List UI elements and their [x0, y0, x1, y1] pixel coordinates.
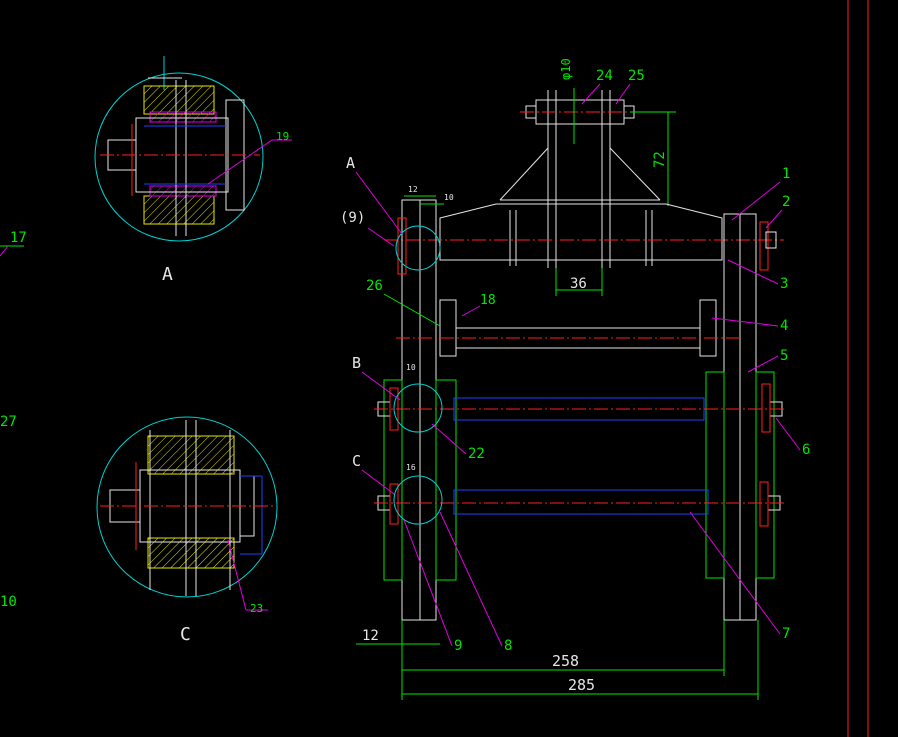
margin-label-27: 27	[0, 414, 17, 430]
callout-5: 5	[780, 348, 788, 364]
dim-72: 72	[652, 151, 668, 168]
callout-7: 7	[782, 626, 790, 642]
callout-small-12: 12	[408, 185, 418, 194]
callout-small-16: 16	[406, 463, 416, 472]
top-part-24: 24	[596, 68, 613, 84]
callout-26: 26	[366, 278, 383, 294]
margin-label-10: 10	[0, 594, 17, 610]
callout-2: 2	[782, 194, 790, 210]
margin-label-17: 17	[10, 230, 27, 246]
margin-labels: 17 27 10	[0, 230, 27, 610]
detail-a-label: A	[162, 264, 173, 285]
dim-258: 258	[552, 652, 579, 670]
detail-c-label: C	[180, 624, 191, 645]
callout-22: 22	[468, 446, 485, 462]
callout-1: 1	[782, 166, 790, 182]
detail-c-callout: 23	[250, 602, 263, 615]
top-dia-label: φ10	[559, 58, 573, 80]
callout-6: 6	[802, 442, 810, 458]
callout-8: 8	[504, 638, 512, 654]
callout-c: C	[352, 452, 361, 470]
callout-b: B	[352, 354, 361, 372]
top-part-25: 25	[628, 68, 645, 84]
detail-c: 23 C	[96, 416, 278, 645]
drawing-border	[847, 0, 869, 737]
dim-285: 285	[568, 676, 595, 694]
dim-12: 12	[362, 628, 379, 644]
detail-a: 19 A	[94, 56, 292, 285]
callout-9: 9	[454, 638, 462, 654]
callout-18: 18	[480, 293, 496, 308]
detail-a-callout: 19	[276, 130, 289, 143]
callout-3: 3	[780, 276, 788, 292]
dim-36: 36	[570, 276, 587, 292]
callout-4: 4	[780, 318, 788, 334]
callout-small-10: 10	[444, 193, 454, 202]
callout-9-paren: (9)	[340, 210, 365, 226]
main-view: φ10 24 25 72 36	[340, 58, 810, 700]
callout-a: A	[346, 154, 355, 172]
callout-small-10b: 10	[406, 363, 416, 372]
